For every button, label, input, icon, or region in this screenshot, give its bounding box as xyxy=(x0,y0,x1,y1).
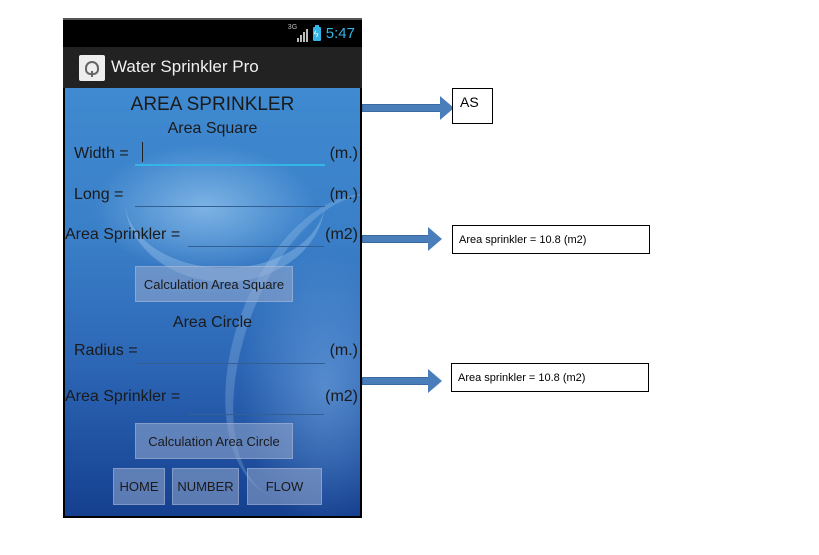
number-button[interactable]: NUMBER xyxy=(172,468,239,505)
width-unit: (m.) xyxy=(329,145,358,162)
annotation-box-area-square: Area sprinkler = 10.8 (m2) xyxy=(452,225,650,254)
area-square-unit: (m2) xyxy=(325,226,358,243)
width-label: Width = xyxy=(74,145,129,162)
radius-input[interactable] xyxy=(135,363,325,364)
area-circle-label: Area Sprinkler = xyxy=(65,388,181,405)
clock: 5:47 xyxy=(325,25,355,42)
main-content: AREA SPRINKLER Area Square Width = (m.) … xyxy=(65,88,360,516)
status-bar: 3G ϟ 5:47 xyxy=(63,18,362,47)
app-title: Water Sprinkler Pro xyxy=(111,57,259,76)
section-title-circle: Area Circle xyxy=(172,314,253,331)
phone-screen: 3G ϟ 5:47 Water Sprinkler Pro AREA SPRIN… xyxy=(63,18,362,518)
area-circle-unit: (m2) xyxy=(325,388,358,405)
width-input[interactable] xyxy=(135,164,325,166)
calculate-area-square-button[interactable]: Calculation Area Square xyxy=(135,266,293,302)
annotation-arrow xyxy=(362,96,454,120)
network-type: 3G xyxy=(287,23,298,31)
radius-unit: (m.) xyxy=(329,342,358,359)
annotation-box-as: AS xyxy=(452,88,493,124)
annotation-arrow xyxy=(362,227,442,251)
text-cursor xyxy=(142,142,143,162)
area-circle-output xyxy=(188,414,324,415)
radius-label: Radius = xyxy=(74,342,138,359)
annotation-arrow xyxy=(362,369,442,393)
area-square-label: Area Sprinkler = xyxy=(65,226,181,243)
sprinkler-icon[interactable] xyxy=(79,55,105,81)
long-unit: (m.) xyxy=(329,186,358,203)
area-square-output xyxy=(188,246,324,247)
section-title-square: Area Square xyxy=(167,120,258,137)
home-button[interactable]: HOME xyxy=(113,468,165,505)
action-bar: Water Sprinkler Pro xyxy=(63,47,362,88)
page-title: AREA SPRINKLER xyxy=(130,94,295,115)
calculate-area-circle-button[interactable]: Calculation Area Circle xyxy=(135,423,293,459)
long-input[interactable] xyxy=(135,206,325,207)
long-label: Long = xyxy=(74,186,124,203)
annotation-box-area-circle: Area sprinkler = 10.8 (m2) xyxy=(451,363,649,392)
signal-icon: 3G xyxy=(288,24,308,42)
flow-button[interactable]: FLOW xyxy=(247,468,322,505)
battery-charging-icon: ϟ xyxy=(312,24,321,41)
